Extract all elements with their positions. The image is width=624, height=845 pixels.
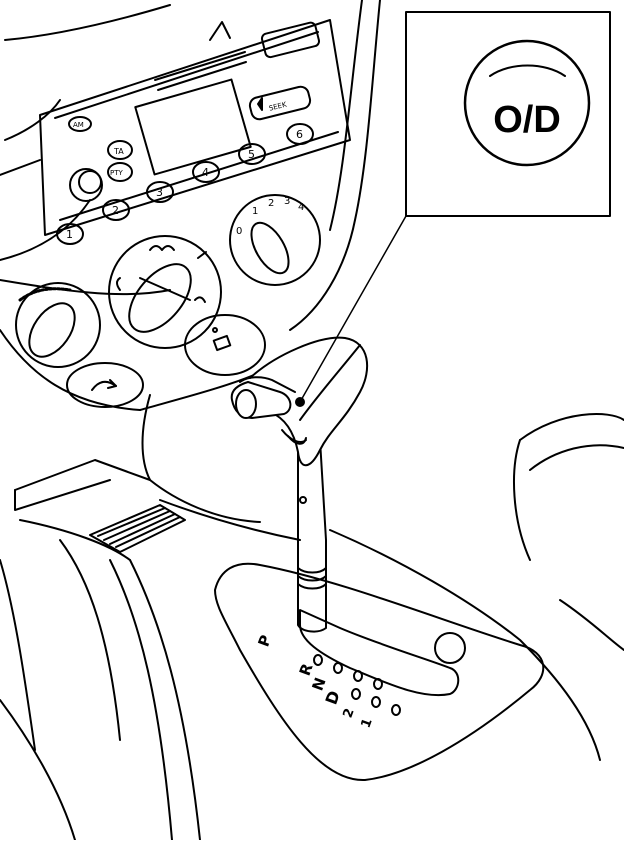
air-distribution-knob[interactable] bbox=[108, 235, 222, 349]
callout: O/D bbox=[299, 11, 611, 403]
gear-label-2: 2 bbox=[341, 706, 358, 720]
cassette-eject-button[interactable] bbox=[260, 21, 321, 59]
gear-selector-bezel: P R N D 2 1 bbox=[214, 562, 545, 782]
callout-leader-line bbox=[299, 215, 407, 403]
am-button[interactable] bbox=[68, 116, 92, 132]
preset-label-6: 6 bbox=[296, 128, 303, 141]
vent-grille bbox=[89, 504, 186, 553]
preset-button-6[interactable] bbox=[286, 123, 314, 145]
volume-knob[interactable] bbox=[69, 168, 103, 202]
preset-label-1: 1 bbox=[66, 228, 73, 241]
temperature-knob[interactable] bbox=[15, 282, 101, 368]
od-label: O/D bbox=[493, 99, 561, 141]
preset-buttons: 1 2 3 4 5 6 bbox=[56, 123, 314, 245]
preset-label-4: 4 bbox=[202, 166, 209, 179]
climate-controls: 0 1 2 3 4 bbox=[15, 194, 321, 408]
fan-position-0: 0 bbox=[236, 226, 242, 237]
radio-display bbox=[134, 78, 252, 176]
preset-button-4[interactable] bbox=[192, 161, 220, 183]
od-button[interactable] bbox=[230, 376, 296, 419]
gear-indicator-lamps bbox=[313, 654, 401, 716]
gear-label-d: D bbox=[321, 688, 343, 707]
radio-unit: SEEK AM TA PTY 1 2 3 4 5 6 bbox=[39, 19, 351, 245]
seek-button[interactable] bbox=[248, 85, 312, 121]
center-console bbox=[0, 459, 601, 841]
ta-label: TA bbox=[113, 147, 124, 156]
fan-position-3: 3 bbox=[284, 196, 290, 207]
seek-label: SEEK bbox=[268, 101, 288, 113]
pty-button[interactable] bbox=[107, 162, 133, 182]
preset-label-5: 5 bbox=[248, 148, 255, 161]
gear-label-1: 1 bbox=[359, 716, 376, 730]
od-indicator-light bbox=[489, 64, 566, 77]
preset-button-5[interactable] bbox=[238, 143, 266, 165]
preset-label-3: 3 bbox=[156, 186, 163, 199]
fan-speed-knob[interactable]: 0 1 2 3 4 bbox=[229, 194, 321, 286]
ta-button[interactable] bbox=[107, 140, 133, 160]
recirculation-button[interactable] bbox=[66, 362, 144, 408]
pty-label: PTY bbox=[110, 169, 123, 177]
gear-label-p: P bbox=[254, 633, 275, 649]
rear-defrost-button[interactable] bbox=[184, 314, 266, 376]
gear-lever[interactable] bbox=[230, 336, 368, 633]
gear-label-n: N bbox=[308, 675, 329, 693]
preset-button-2[interactable] bbox=[102, 199, 130, 221]
preset-button-3[interactable] bbox=[146, 181, 174, 203]
fan-position-4: 4 bbox=[298, 202, 304, 213]
seat-outline bbox=[513, 413, 624, 651]
preset-button-1[interactable] bbox=[56, 223, 84, 245]
shift-lock-release-button[interactable] bbox=[434, 632, 466, 664]
preset-label-2: 2 bbox=[112, 204, 119, 217]
fan-position-1: 1 bbox=[252, 206, 258, 217]
am-label: AM bbox=[73, 121, 84, 129]
fan-position-2: 2 bbox=[268, 198, 274, 209]
